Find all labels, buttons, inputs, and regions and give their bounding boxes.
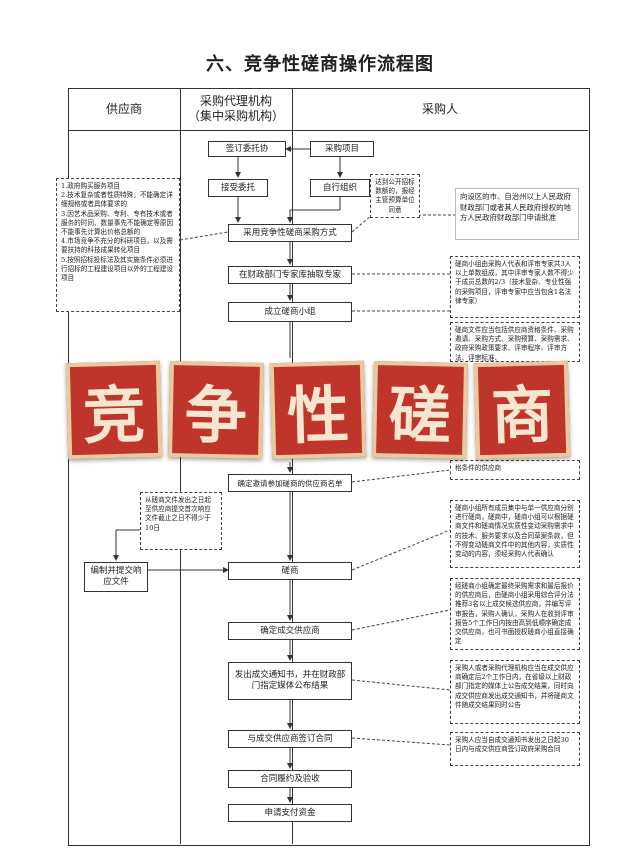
title-banner: 竞 争 性 磋 商 <box>58 355 578 465</box>
header-divider <box>68 130 588 131</box>
note-response-deadline: 从磋商文件发出之日起至供应商提交首次响应文件截止之日不得少于10日 <box>140 492 222 550</box>
note-group-composition: 磋商小组由采购人代表和评审专家共3人以上单数组成，其中评审专家人数不得少于成员总… <box>450 256 580 318</box>
box-apply-payment: 申请支付资金 <box>228 804 352 822</box>
banner-char-3: 性 <box>269 360 367 460</box>
box-determine-winner: 确定成交供应商 <box>228 622 352 640</box>
box-form-group: 成立磋商小组 <box>228 302 352 322</box>
box-performance: 合同履约及验收 <box>228 770 352 788</box>
box-negotiation: 磋商 <box>228 562 352 580</box>
banner-char-2: 争 <box>168 361 264 459</box>
note-docs-content: 磋商文件应当包括供应商资格条件、采购邀请、采购方式、采购预算、采购需求、政府采购… <box>450 322 580 362</box>
box-sign-commission: 签订委托协 <box>208 141 286 157</box>
page-title: 六、竞争性磋商操作流程图 <box>206 54 434 75</box>
box-determine-suppliers: 确定邀请参加磋商的供应商名单 <box>228 474 352 492</box>
banner-char-5: 商 <box>473 360 571 460</box>
box-procurement-project: 采购项目 <box>310 141 374 157</box>
banner-char-1: 竞 <box>65 360 163 460</box>
box-sign-contract: 与成交供应商签订合同 <box>228 730 352 748</box>
note-notice: 采购人或者采购代理机构应当在成交供应商确定后2个工作日内，在省级以上财政部门指定… <box>450 660 580 724</box>
note-qualified-suppliers: 格条件的供应商 <box>450 460 580 480</box>
banner-char-4: 磋 <box>372 361 468 459</box>
note-applicable-cases: 1.政府购买服务项目 2.技术复杂或者性质特殊，不能确定详细规格或者具体要求的 … <box>56 178 180 312</box>
lane-divider-2 <box>292 88 293 844</box>
box-self-organize: 自行组织 <box>310 179 370 197</box>
note-gov-approval: 向设区的市、自治州以上人民政府财政部门或者其人民政府授权的地方人民政府财政部门申… <box>455 188 579 240</box>
lane-divider-1 <box>180 88 181 844</box>
note-approval: 达到公开招标数额的，报经主管预算单位同意 <box>370 174 420 218</box>
note-negotiation: 磋商小组所有成员集中与单一供应商分别进行磋商，磋商中，磋商小组可以根据磋商文件和… <box>450 500 580 568</box>
box-prepare-docs: 编制并提交响应文件 <box>84 562 148 592</box>
box-extract-experts: 在财政部门专家库抽取专家 <box>228 266 352 284</box>
note-contract: 采购人应当自成交通知书发出之日起30日内与成交供应商签订政府采购合同 <box>450 732 580 766</box>
lane-purchaser: 采购人 <box>421 101 458 116</box>
flowchart-frame <box>68 88 590 846</box>
note-winner: 经磋商小组确定最终采购需求和最后报价的供应商后，由磋商小组采用综合评分法推荐3名… <box>450 578 580 650</box>
lane-supplier: 供应商 <box>105 101 142 116</box>
lane-agency: 采购代理机构 （集中采购机构） <box>187 94 284 123</box>
box-adopt-method: 采用竞争性磋商采购方式 <box>228 224 352 242</box>
box-accept-commission: 接受委托 <box>208 179 268 197</box>
box-issue-notice: 发出成交通知书，并在财政部门指定媒体公布结果 <box>228 662 352 700</box>
